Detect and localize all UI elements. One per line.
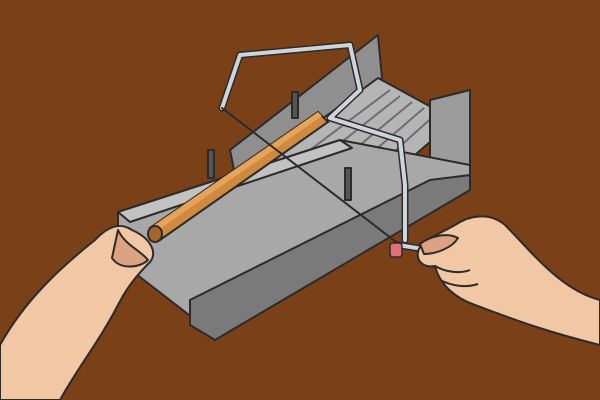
right-fingers <box>434 265 479 288</box>
left-hand <box>0 224 155 400</box>
wooden-dowel <box>147 110 330 243</box>
mitre-slot-1 <box>207 149 215 179</box>
saw-frame <box>220 43 407 242</box>
mitre-box <box>117 34 471 341</box>
right-thumb <box>419 234 459 255</box>
mitre-box-base-edge <box>189 174 471 341</box>
mitre-slot-3 <box>344 167 352 201</box>
saw-blade <box>221 107 401 246</box>
right-hand <box>416 215 600 346</box>
mitre-slot-2 <box>291 91 299 119</box>
left-thumb <box>111 229 149 268</box>
saw-handle-tip <box>389 242 403 258</box>
